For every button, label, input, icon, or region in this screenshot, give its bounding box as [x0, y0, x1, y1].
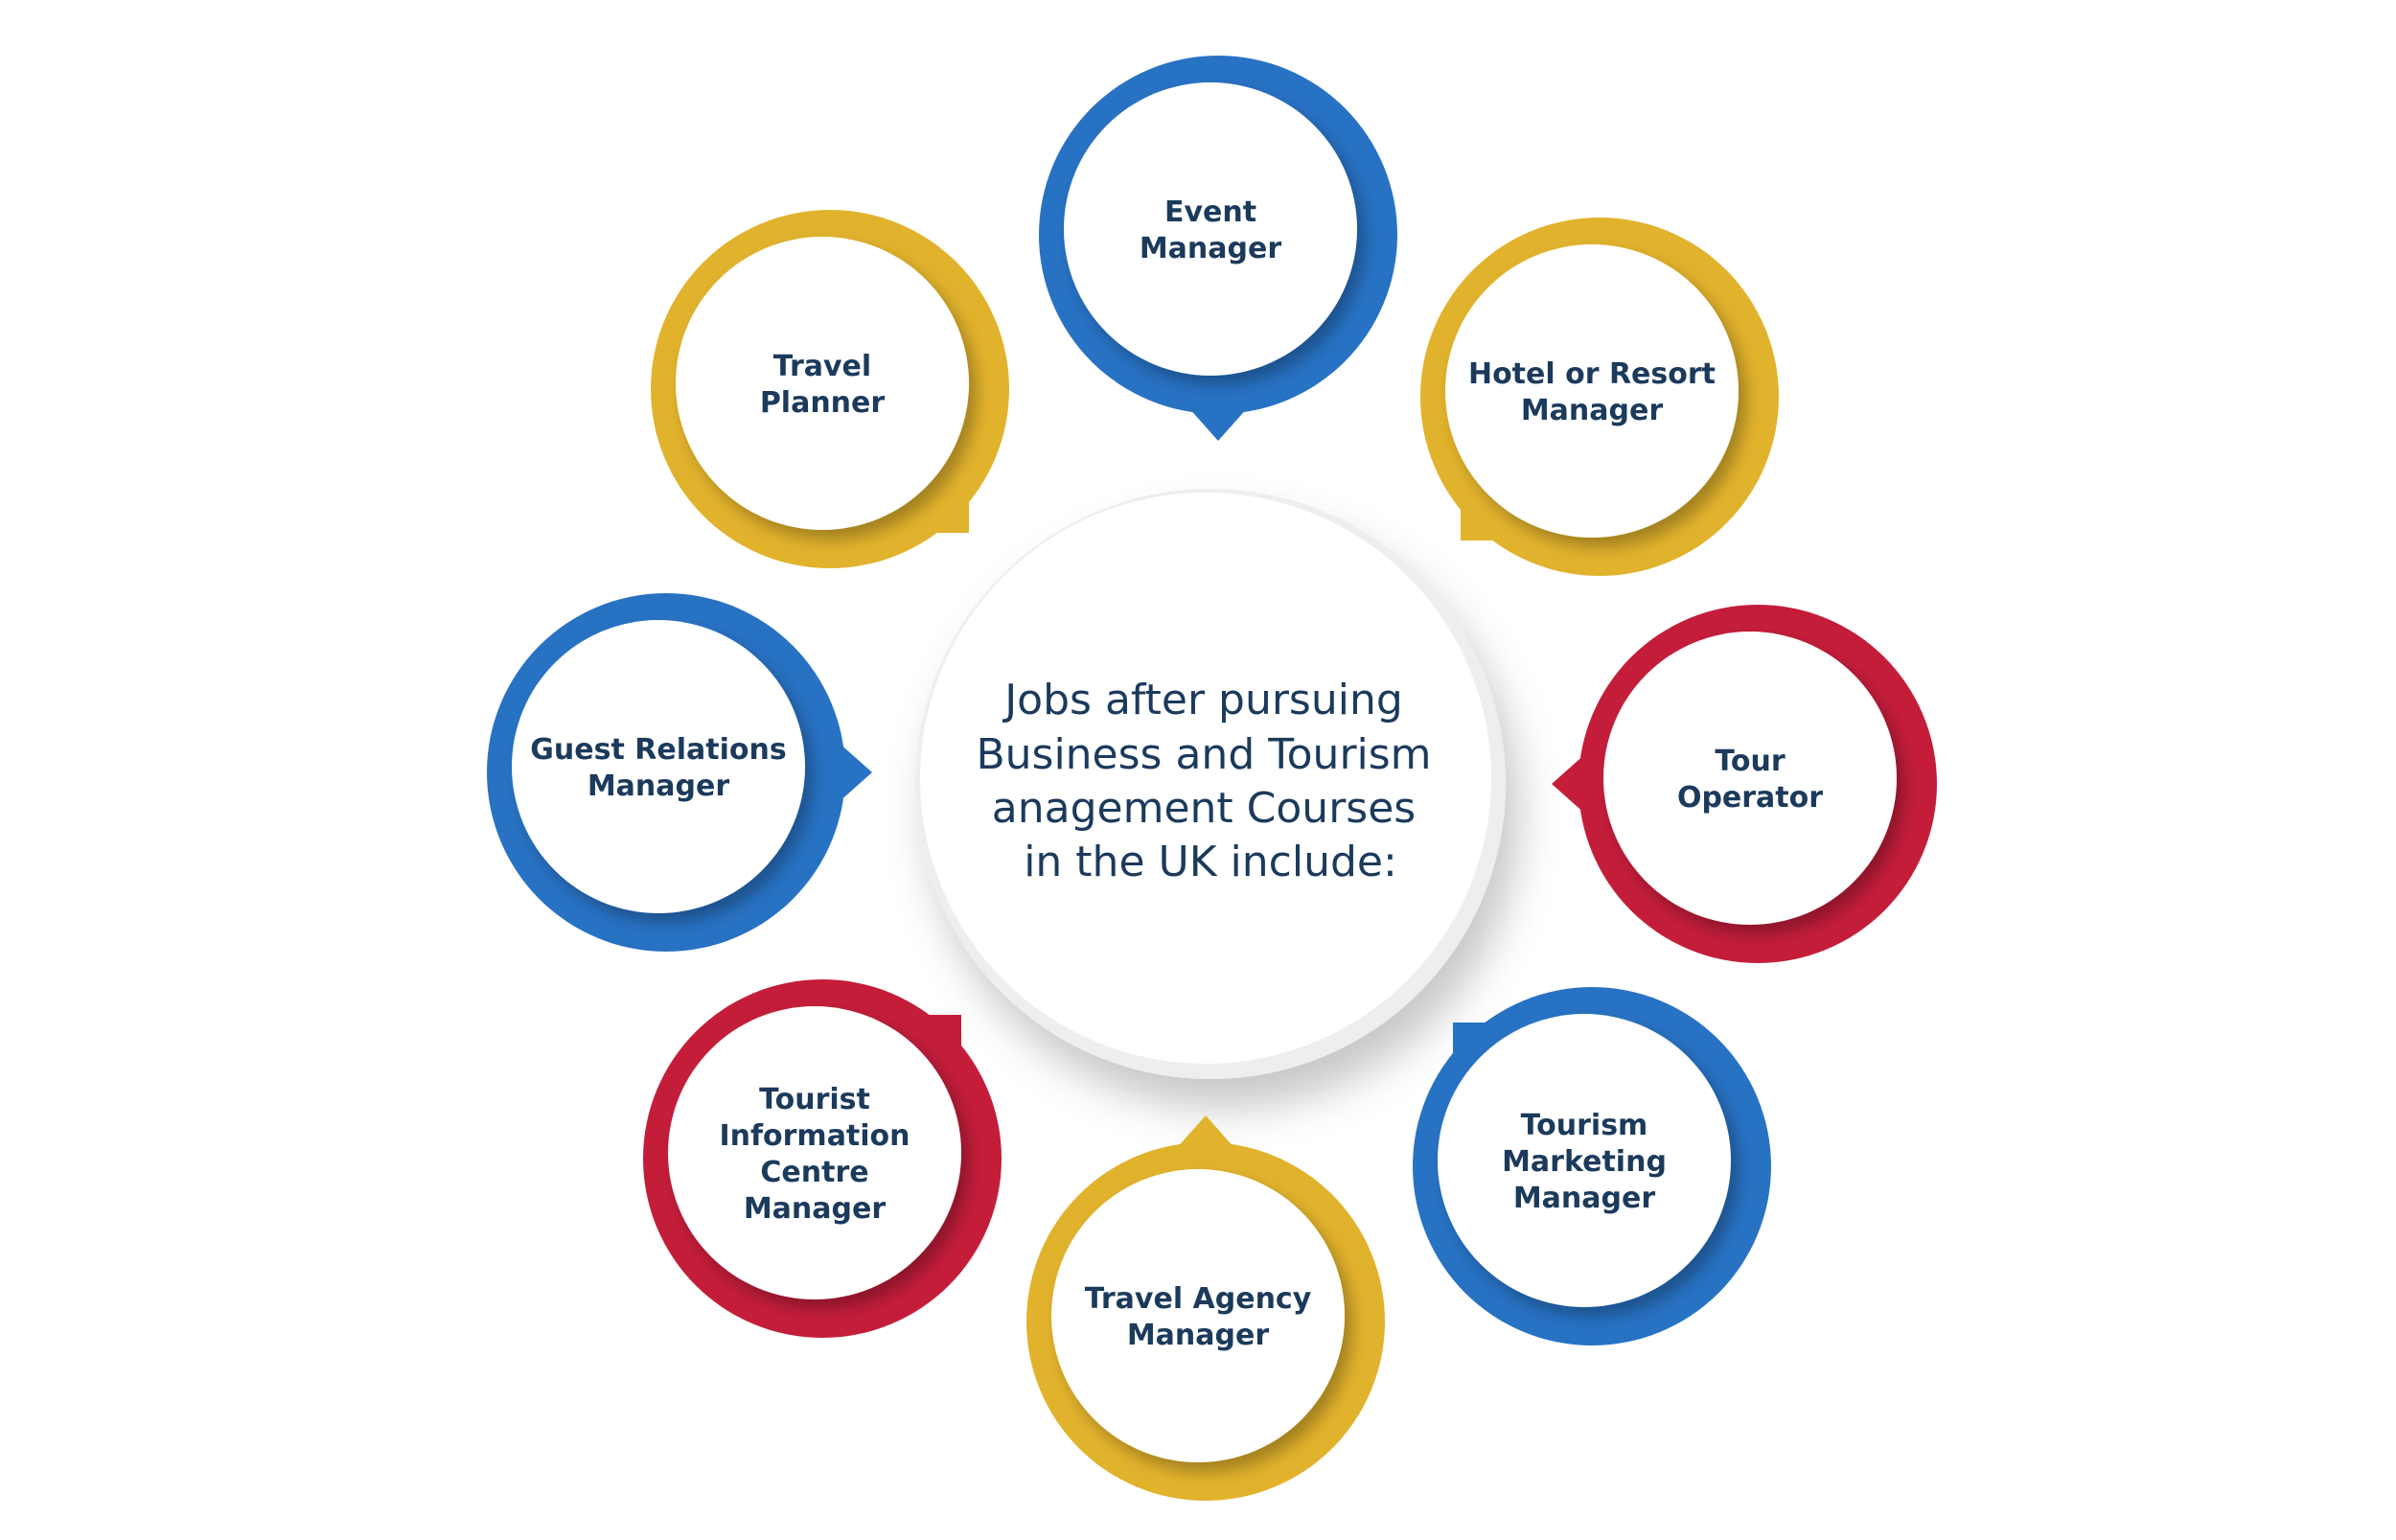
ring-inner — [676, 237, 969, 530]
center-hub: Jobs after pursuing Business and Tourism… — [915, 489, 1506, 1079]
job-label-line: Manager — [1513, 1182, 1656, 1215]
job-label-line: Hotel or Resort — [1468, 357, 1716, 391]
ring-inner — [512, 620, 805, 913]
center-title: Jobs after pursuing Business and Tourism… — [976, 676, 1444, 886]
ring-inner — [668, 1006, 961, 1299]
job-ring — [1413, 987, 1771, 1345]
job-ring — [651, 210, 1009, 568]
center-line: Jobs after pursuing — [1002, 676, 1403, 724]
ring-inner — [1051, 1169, 1345, 1462]
job-label-line: Operator — [1677, 781, 1823, 815]
center-line: in the UK include: — [1024, 838, 1397, 886]
job-label-line: Manager — [1140, 232, 1282, 265]
center-line: anagement Courses — [992, 784, 1416, 833]
job-label-line: Manager — [1127, 1319, 1270, 1352]
job-ring — [1552, 605, 1937, 963]
job-label-line: Tourism — [1521, 1109, 1648, 1142]
job-label-line: Event — [1164, 195, 1256, 229]
job-label-line: Manager — [587, 770, 730, 803]
ring-inner — [1603, 632, 1897, 925]
job-label-line: Centre — [760, 1156, 868, 1189]
job-label-line: Manager — [1521, 394, 1664, 427]
ring-inner — [1064, 82, 1357, 376]
job-ring — [1420, 218, 1779, 576]
center-line: Business and Tourism — [976, 730, 1431, 779]
job-ring — [487, 593, 872, 952]
job-ring — [643, 979, 1002, 1338]
job-label-line: Tourist — [759, 1083, 870, 1116]
job-label-line: Marketing — [1502, 1145, 1667, 1179]
job-ring — [1039, 56, 1397, 441]
ring-inner — [1438, 1014, 1731, 1307]
job-label-line: Tour — [1715, 745, 1785, 778]
job-label-line: Travel — [773, 350, 871, 383]
job-label-line: Guest Relations — [530, 733, 786, 767]
job-label-line: Planner — [760, 386, 886, 420]
job-label-line: Travel Agency — [1085, 1282, 1312, 1316]
job-label-line: Information — [719, 1119, 910, 1153]
job-label-line: Manager — [744, 1192, 887, 1226]
ring-inner — [1445, 244, 1739, 538]
job-ring — [1026, 1115, 1385, 1501]
